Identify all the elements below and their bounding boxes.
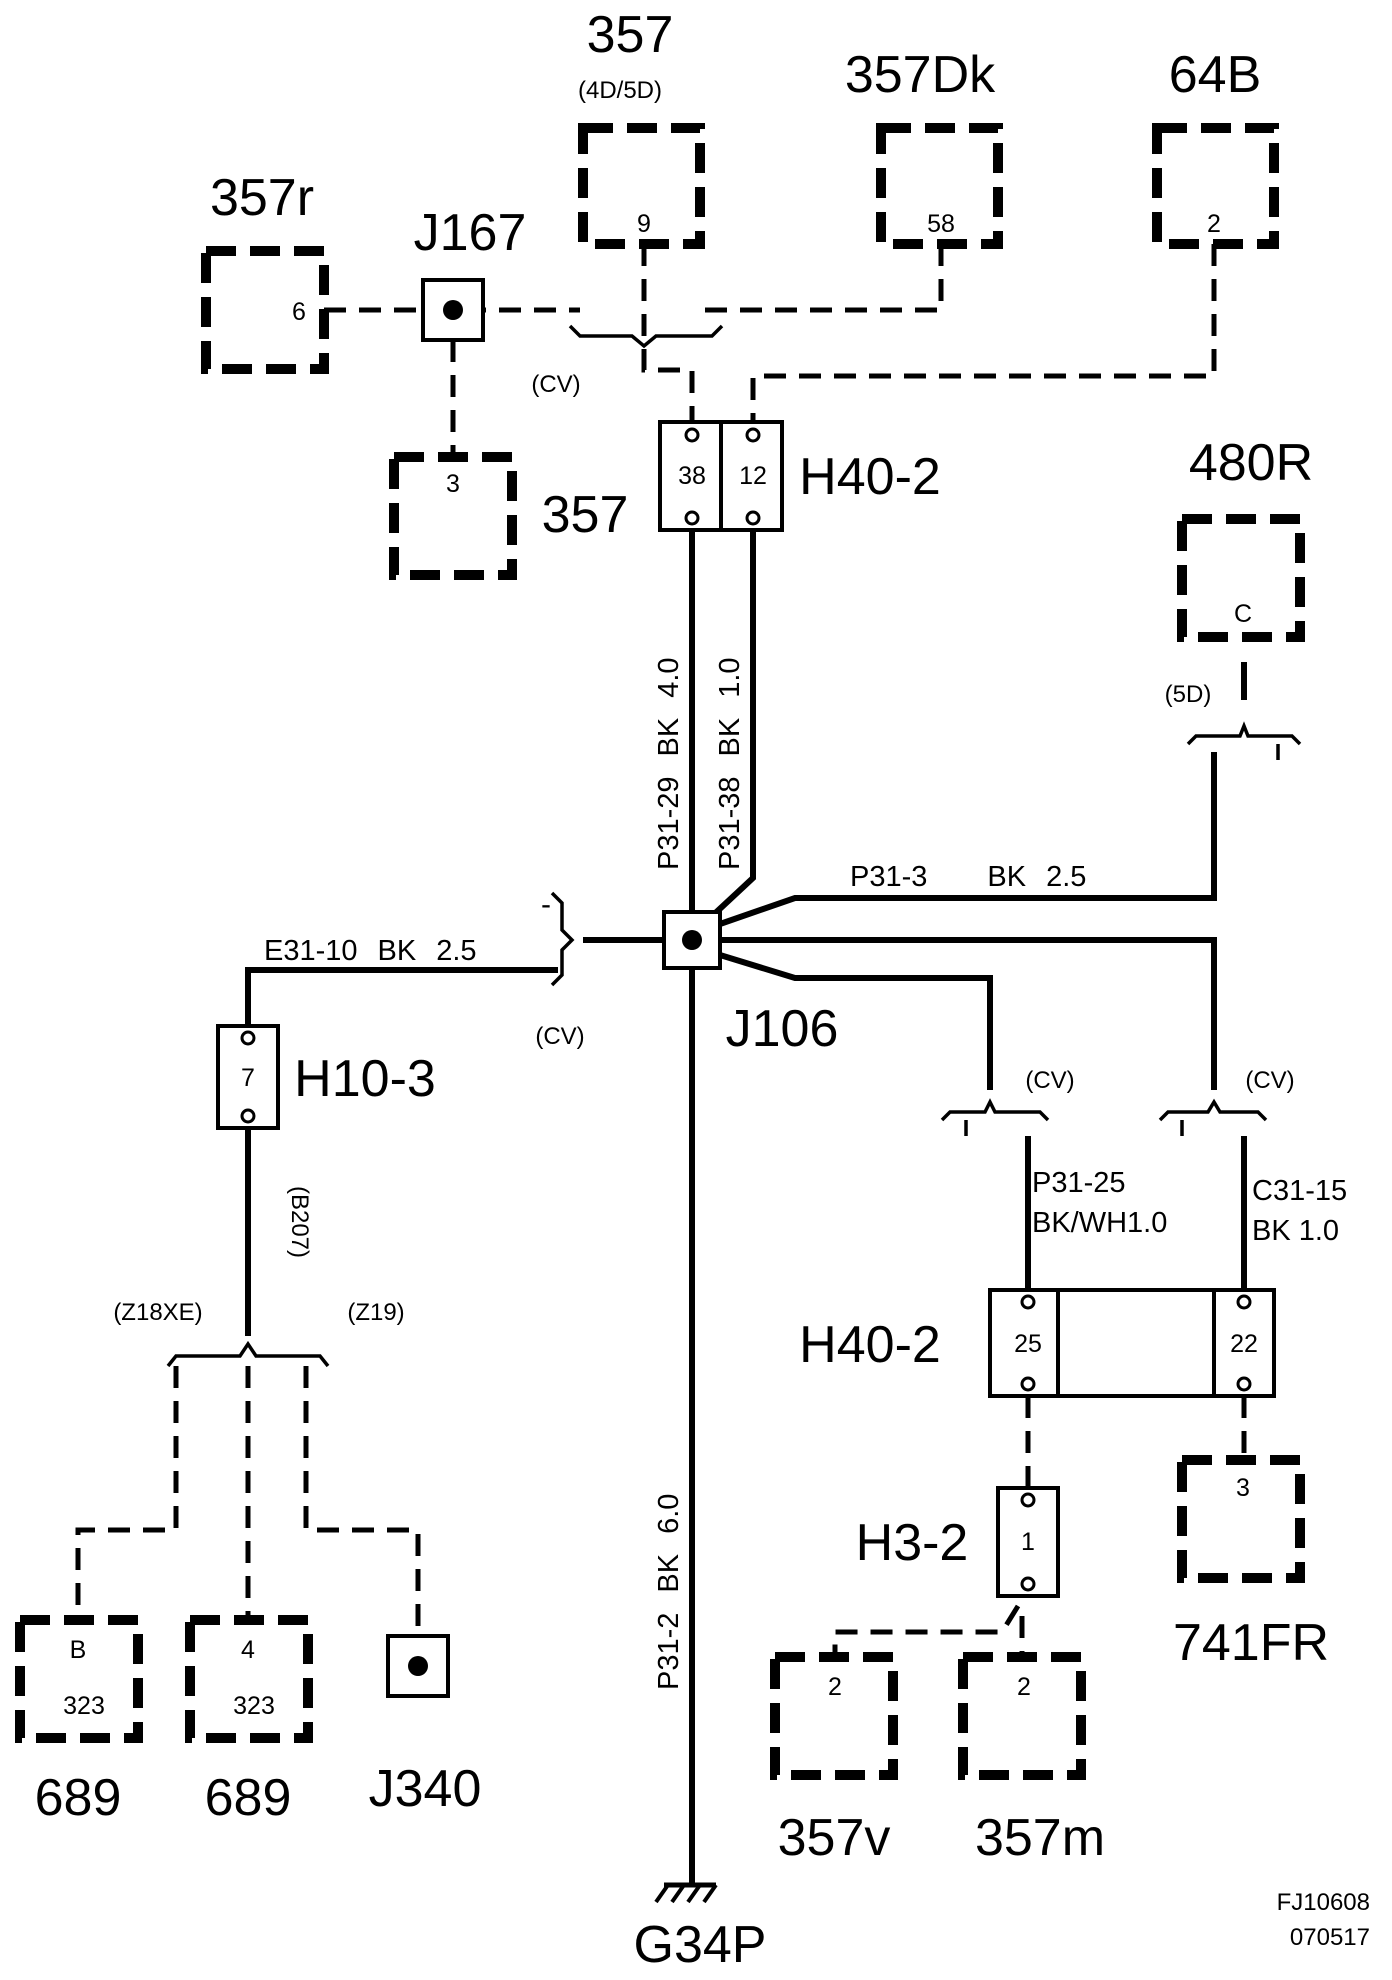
splice-j106[interactable]: J106: [662, 910, 839, 1058]
option-label: (CV): [531, 371, 580, 398]
pin-label: 4: [241, 1636, 255, 1664]
pin-label: 3: [1236, 1474, 1250, 1502]
figure-id-line1: FJ10608: [1277, 1889, 1370, 1916]
pin-label: 2: [1207, 210, 1221, 238]
option-brackets: - (CV) (CV) (CV): [535, 721, 1302, 1136]
component-357m[interactable]: 357m 2: [958, 1652, 1105, 1867]
component-357-top[interactable]: 357 (4D/5D) 9: [578, 6, 705, 249]
component-64b[interactable]: 64B 2: [1152, 46, 1279, 249]
cv-bracket-top: (CV): [531, 324, 724, 398]
component-741fr[interactable]: 741FR 3: [1173, 1455, 1329, 1672]
component-357v[interactable]: 357v 2: [770, 1652, 898, 1867]
wire-label-p31-2: P31-2BK6.0: [653, 1494, 685, 1690]
splice-label: J340: [369, 1760, 482, 1818]
pin-label: 9: [637, 210, 651, 238]
connector-h40-2-top[interactable]: 38 12 H40-2: [658, 420, 941, 532]
component-357dk[interactable]: 357Dk 58: [845, 46, 1003, 249]
pin-label: 22: [1230, 1330, 1258, 1358]
ground-label: G34P: [634, 1916, 767, 1974]
component-label: 741FR: [1173, 1614, 1329, 1672]
option-label: (CV): [1025, 1067, 1074, 1094]
option-label: (CV): [535, 1023, 584, 1050]
component-480r[interactable]: 480R C (5D): [1165, 434, 1313, 708]
component-label: 357: [542, 486, 629, 544]
component-code: 323: [63, 1692, 105, 1720]
component-label: 689: [35, 1769, 122, 1827]
wire-label-p31-25-gauge: BK/WH1.0: [1032, 1207, 1167, 1239]
pin-label: 58: [927, 210, 955, 238]
pin-label: 1: [1021, 1528, 1035, 1556]
splice-label: J106: [726, 1000, 839, 1058]
connector-h40-2-bottom[interactable]: 25 22 H40-2: [799, 1288, 1276, 1398]
component-label: 357r: [210, 169, 314, 227]
pin-label: 2: [828, 1673, 842, 1701]
component-label: 357v: [778, 1809, 891, 1867]
connector-label: H10-3: [294, 1050, 436, 1108]
wire-label-c31-15: C31-15: [1252, 1175, 1347, 1207]
splice-j340[interactable]: J340: [369, 1634, 482, 1818]
component-label: 64B: [1169, 46, 1262, 104]
dashed-wires-bottom: [832, 1396, 1247, 1657]
option-label: (Z18XE): [113, 1299, 202, 1326]
figure-id: FJ10608 070517: [1277, 1889, 1370, 1951]
ground-g34p[interactable]: G34P: [634, 1882, 767, 1974]
pin-label: 7: [241, 1064, 255, 1092]
pin-label: C: [1234, 600, 1252, 628]
component-label: 357Dk: [845, 46, 996, 104]
connector-label: H40-2: [799, 1316, 941, 1374]
solid-wires: [245, 530, 1247, 1885]
variant-note: (4D/5D): [578, 77, 662, 104]
connector-h3-2[interactable]: 1 H3-2: [856, 1486, 1060, 1598]
pin-label: 38: [678, 462, 706, 490]
component-label: 357m: [975, 1809, 1105, 1867]
variant-note: (5D): [1165, 681, 1212, 708]
option-label: (B207): [286, 1186, 313, 1258]
wire-label-p31-29: P31-29BK4.0: [653, 657, 685, 870]
dashed-wires-top: [324, 244, 1217, 457]
pin-label: 3: [446, 470, 460, 498]
figure-id-line2: 070517: [1290, 1924, 1370, 1951]
component-label: 357: [587, 6, 674, 64]
component-357r[interactable]: 357r 6: [201, 169, 329, 374]
pin-label: 2: [1017, 1673, 1031, 1701]
connector-h10-3[interactable]: 7 H10-3: [216, 1024, 436, 1130]
option-label: (CV): [1245, 1067, 1294, 1094]
pin-label: 12: [739, 462, 767, 490]
splice-label: J167: [414, 204, 527, 262]
component-357-mid[interactable]: 357 3: [389, 452, 629, 580]
pin-label: 6: [292, 298, 306, 326]
wire-label-p31-25: P31-25: [1032, 1167, 1126, 1199]
splice-j167[interactable]: J167: [414, 204, 527, 342]
left-branch: (Z18XE) (B207) (Z19): [75, 1186, 421, 1636]
component-code: 323: [233, 1692, 275, 1720]
wire-label-p31-38: P31-38BK1.0: [714, 657, 746, 870]
component-label: 689: [205, 1769, 292, 1827]
component-689-b[interactable]: 689 4 323: [185, 1615, 313, 1827]
option-label: (Z19): [347, 1299, 404, 1326]
connector-label: H40-2: [799, 448, 941, 506]
minus-sign: -: [541, 888, 551, 921]
component-label: 480R: [1189, 434, 1313, 492]
pin-label: B: [70, 1636, 87, 1664]
wire-label-c31-15-gauge: BK 1.0: [1252, 1215, 1339, 1247]
component-689-a[interactable]: 689 B 323: [15, 1615, 143, 1827]
pin-label: 25: [1014, 1330, 1042, 1358]
connector-label: H3-2: [856, 1514, 969, 1572]
